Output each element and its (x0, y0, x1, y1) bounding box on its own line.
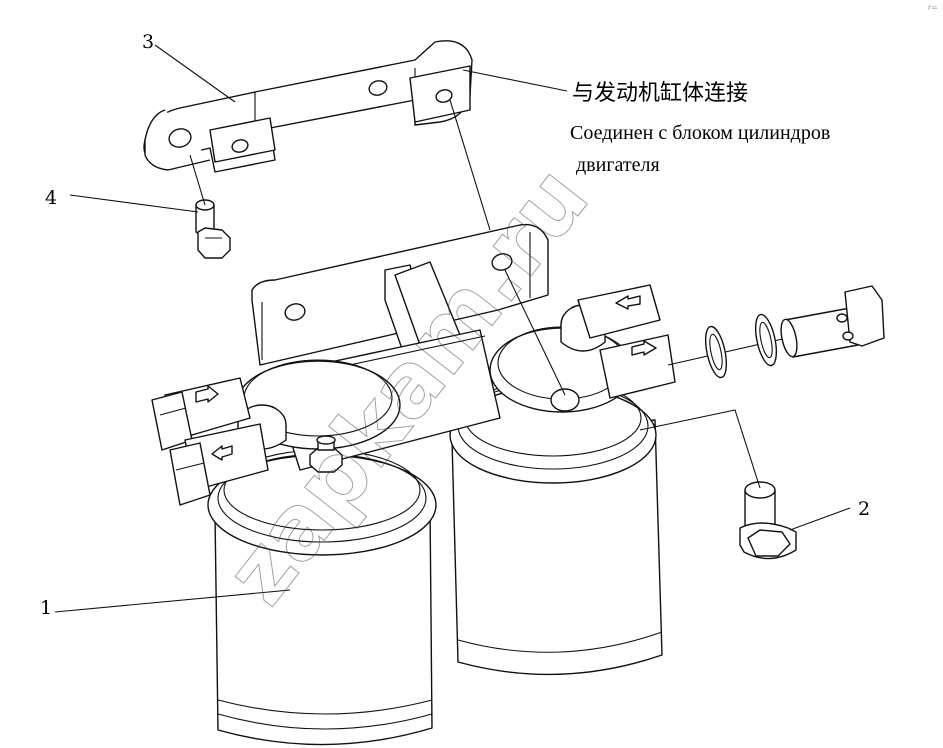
leader-lines (54, 44, 851, 613)
callout-3: 3 (142, 31, 154, 53)
callout-1: 1 (40, 597, 52, 619)
callout-2: 2 (858, 498, 870, 520)
note-russian-line1: Соединен с блоком цилиндров (570, 122, 830, 144)
bracket-3 (143, 40, 473, 173)
note-russian-line2: двигателя (576, 154, 660, 176)
washers-and-banjo-fitting (667, 285, 885, 379)
bolt-4 (195, 199, 231, 259)
note-chinese: 与发动机缸体连接 (572, 81, 748, 106)
filter-canister-right (449, 379, 663, 676)
bolt-2 (739, 481, 797, 560)
corner-mark: r= (928, 3, 938, 12)
center-bolt (309, 435, 343, 473)
left-port-fittings (151, 377, 269, 506)
filter-canister-left (207, 449, 437, 746)
filter-head-bracket (235, 223, 635, 473)
callout-4: 4 (45, 187, 57, 209)
right-port-fittings (577, 284, 676, 399)
